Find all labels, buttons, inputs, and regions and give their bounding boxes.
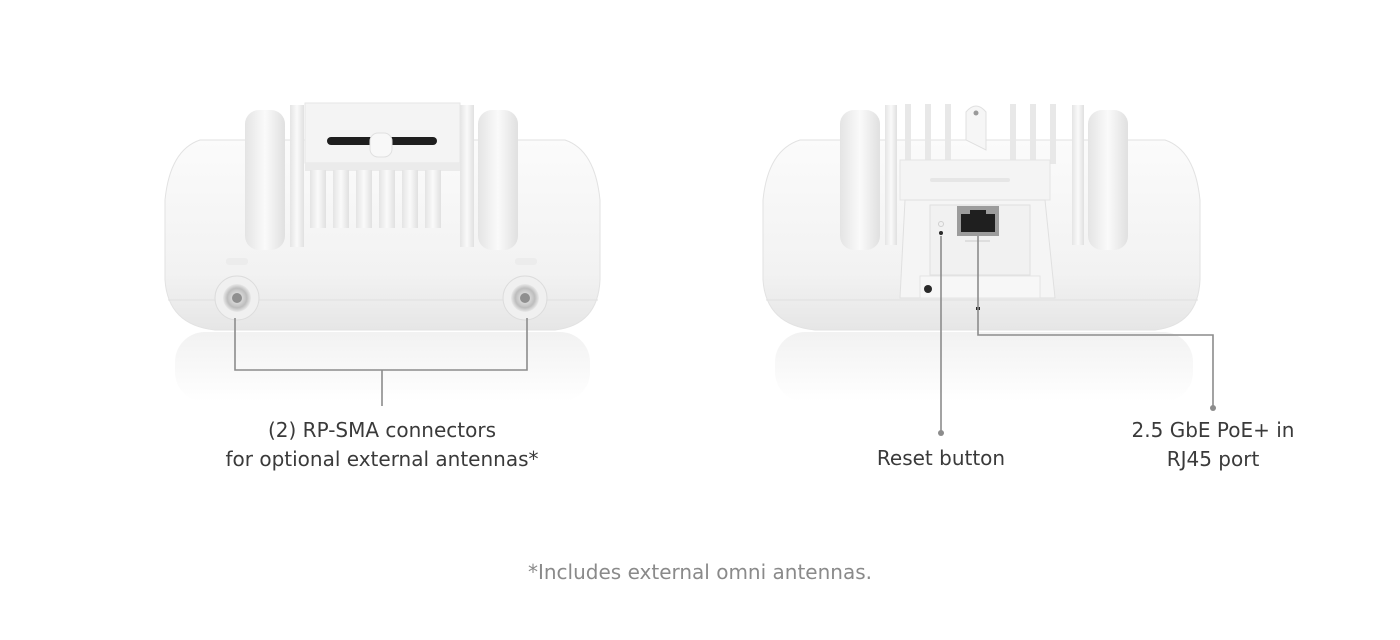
device-rear-view bbox=[762, 104, 1201, 402]
callout-line-rp-sma bbox=[234, 318, 528, 371]
callout-line-rj45 bbox=[977, 236, 1214, 408]
callout-dot-reset bbox=[938, 430, 944, 436]
callout-dot-rj45 bbox=[1210, 405, 1216, 411]
callout-label-reset: Reset button bbox=[841, 444, 1041, 473]
device-front-view bbox=[164, 102, 601, 402]
callout-label-line: (2) RP-SMA connectors bbox=[267, 418, 497, 442]
callout-label-line: 2.5 GbE PoE+ in bbox=[1131, 418, 1295, 442]
rp-sma-connector-icon bbox=[502, 275, 548, 321]
callout-label-line: Reset button bbox=[876, 446, 1006, 470]
rp-sma-connector-icon bbox=[214, 275, 260, 321]
callout-label-line: for optional external antennas* bbox=[225, 447, 539, 471]
callout-label-line: RJ45 port bbox=[1166, 447, 1260, 471]
rj45-port-icon bbox=[957, 206, 999, 242]
footnote: *Includes external omni antennas. bbox=[527, 560, 872, 584]
callout-label-rp-sma: (2) RP-SMA connectors for optional exter… bbox=[182, 416, 582, 474]
heatsink-fins bbox=[840, 104, 1128, 250]
reset-pinhole-icon bbox=[938, 221, 944, 235]
callout-label-rj45: 2.5 GbE PoE+ in RJ45 port bbox=[1103, 416, 1323, 474]
heatsink-fins bbox=[245, 102, 518, 250]
callout-lines bbox=[234, 236, 1214, 433]
